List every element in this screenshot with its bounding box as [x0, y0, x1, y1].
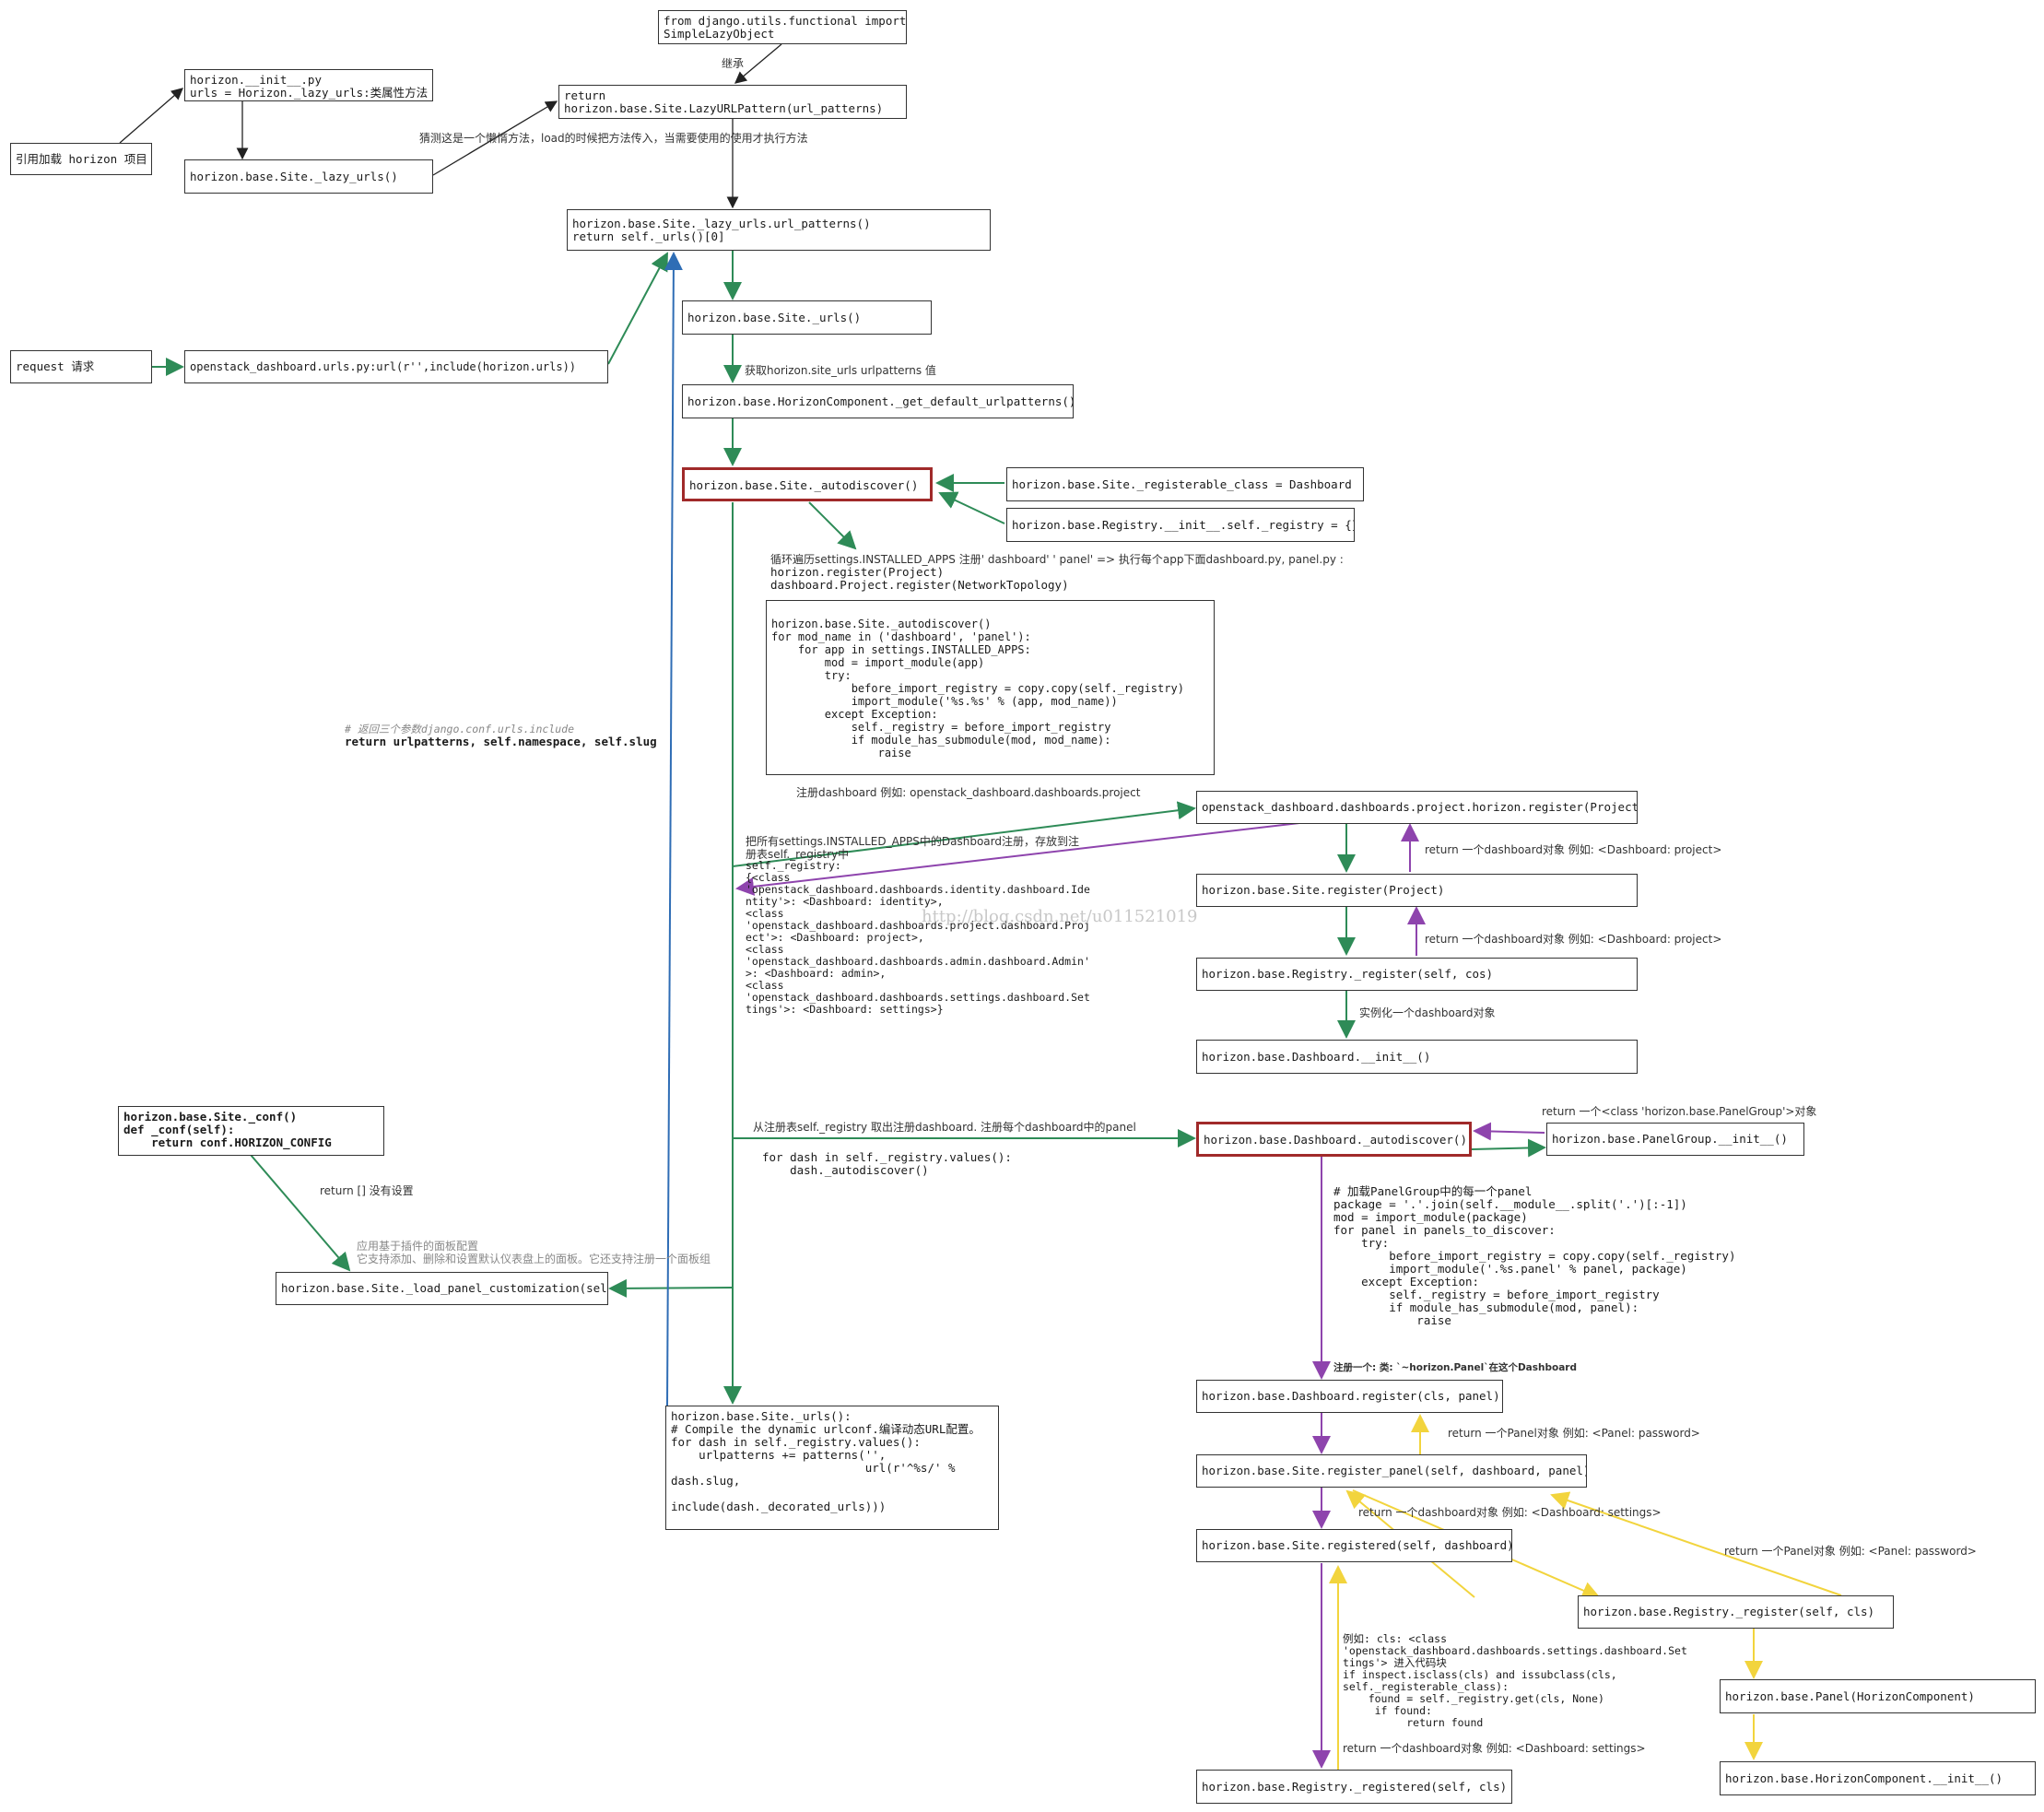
label-get-site-urls: 获取horizon.site_urls urlpatterns 值 [745, 364, 936, 377]
get-default-urlpatterns-box: horizon.base.HorizonComponent._get_defau… [682, 384, 1074, 418]
label-return-panel-password-1: return 一个Panel对象 例如: <Panel: password> [1448, 1427, 1700, 1440]
simple-lazy-object-box: from django.utils.functional import Simp… [658, 10, 907, 44]
label-plugin-config: 应用基于插件的面板配置 它支持添加、删除和设置默认仪表盘上的面板。它还支持注册一… [357, 1240, 711, 1265]
label-all-installed-registry: 把所有settings.INSTALLED_APPS中的Dashboard注册，… [746, 835, 1080, 861]
registry-register-box: horizon.base.Registry._register(self, co… [1196, 958, 1638, 991]
registry-init-box: horizon.base.Registry.__init__.self._reg… [1006, 508, 1355, 542]
load-project-box: 引用加载 horizon 项目 [10, 143, 152, 175]
request-box: request 请求 [10, 350, 152, 383]
label-return-panelgroup: return 一个<class 'horizon.base.PanelGroup… [1542, 1105, 1817, 1118]
black-arrows [119, 43, 782, 209]
label-register-class-in-dash: 注册一个: 类: `~horizon.Panel`在这个Dashboard [1333, 1362, 1577, 1373]
label-take-registry: 从注册表self._registry 取出注册dashboard. 注册每个da… [753, 1121, 1136, 1134]
purple-arrows [735, 822, 1545, 1769]
horizoncomponent-init-box: horizon.base.HorizonComponent.__init__() [1720, 1761, 2036, 1795]
label-loop-code: horizon.register(Project) dashboard.Proj… [770, 565, 1069, 592]
registerable-class-box: horizon.base.Site._registerable_class = … [1006, 467, 1364, 501]
label-return-dashboard-obj-1: return 一个dashboard对象 例如: <Dashboard: pro… [1425, 843, 1722, 856]
site-lazy-urls-box: horizon.base.Site._lazy_urls() [184, 159, 433, 194]
project-register-box: openstack_dashboard.dashboards.project.h… [1196, 791, 1638, 824]
label-register-dashboard-example: 注册dashboard 例如: openstack_dashboard.dash… [796, 786, 1141, 799]
base-panel-box: horizon.base.Panel(HorizonComponent) [1720, 1679, 2036, 1713]
label-return-params-code: return urlpatterns, self.namespace, self… [345, 735, 657, 748]
label-return-not-set: return [] 没有设置 [320, 1184, 414, 1197]
lazy-url-pattern-box: return horizon.base.Site.LazyURLPattern(… [558, 85, 907, 119]
label-example-cls-code: 例如: cls: <class 'openstack_dashboard.das… [1343, 1632, 1687, 1729]
label-instantiate-dashboard: 实例化一个dashboard对象 [1359, 1006, 1496, 1019]
label-guess-lazy: 猜测这是一个懒惰方法，load的时候把方法传入，当需要使用的使用才执行方法 [419, 132, 808, 145]
lazy-urls-patterns-box: horizon.base.Site._lazy_urls.url_pattern… [567, 209, 991, 251]
autodiscover-code-box: horizon.base.Site._autodiscover() for mo… [766, 600, 1215, 775]
autodiscover-box: horizon.base.Site._autodiscover() [682, 467, 933, 501]
label-return-panel-password-2: return 一个Panel对象 例如: <Panel: password> [1724, 1545, 1977, 1558]
panelgroup-init-box: horizon.base.PanelGroup.__init__() [1546, 1123, 1804, 1156]
dashboard-autodiscover-box: horizon.base.Dashboard._autodiscover() [1196, 1122, 1472, 1157]
label-return-dashboard-settings-2: return 一个dashboard对象 例如: <Dashboard: set… [1343, 1742, 1646, 1755]
site-urls-box: horizon.base.Site._urls() [682, 300, 932, 335]
site-registered-box: horizon.base.Site.registered(self, dashb… [1196, 1529, 1512, 1562]
openstack-urls-box: openstack_dashboard.urls.py:url(r'',incl… [184, 350, 608, 383]
label-return-dashboard-settings-1: return 一个dashboard对象 例如: <Dashboard: set… [1358, 1506, 1662, 1519]
registry-register-cls-box: horizon.base.Registry._register(self, cl… [1578, 1595, 1894, 1629]
watermark: http://blog.csdn.net/u011521019 [922, 907, 1198, 926]
label-inherit: 继承 [722, 57, 745, 70]
dashboard-register-box: horizon.base.Dashboard.register(cls, pan… [1196, 1380, 1503, 1413]
label-for-dash-code: for dash in self._registry.values(): das… [762, 1150, 1012, 1177]
label-registry-dump: self._registry: {<class 'openstack_dashb… [746, 859, 1090, 1016]
load-panel-customization-box: horizon.base.Site._load_panel_customizat… [276, 1272, 608, 1305]
label-return-dashboard-obj-2: return 一个dashboard对象 例如: <Dashboard: pro… [1425, 933, 1722, 946]
dashboard-init-box: horizon.base.Dashboard.__init__() [1196, 1040, 1638, 1074]
registry-registered-box: horizon.base.Registry._registered(self, … [1196, 1770, 1512, 1804]
horizon-init-box: horizon.__init__.py urls = Horizon._lazy… [184, 69, 433, 101]
site-urls-code-box: horizon.base.Site._urls(): # Compile the… [665, 1406, 999, 1530]
label-return-params-comment: # 返回三个参数django.conf.urls.include [345, 723, 575, 735]
green-arrows [152, 251, 1546, 1405]
site-conf-box: horizon.base.Site._conf() def _conf(self… [118, 1106, 384, 1156]
label-panel-discover-code: # 加载PanelGroup中的每一个panel package = '.'.j… [1333, 1184, 1736, 1327]
label-loop-installed: 循环遍历settings.INSTALLED_APPS 注册' dashboar… [770, 553, 1344, 566]
site-register-box: horizon.base.Site.register(Project) [1196, 874, 1638, 907]
blue-arrow [664, 252, 683, 1406]
site-register-panel-box: horizon.base.Site.register_panel(self, d… [1196, 1454, 1587, 1488]
